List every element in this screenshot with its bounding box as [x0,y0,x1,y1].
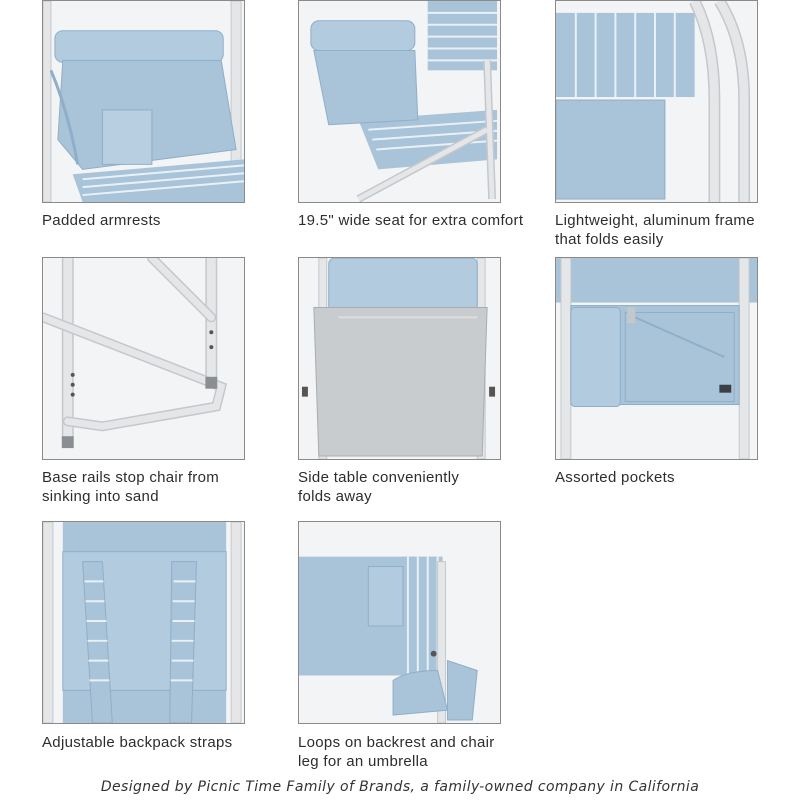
feature-caption: Lightweight, aluminum frame that folds e… [555,212,755,248]
feature-caption: Side table conveniently folds away [298,469,460,505]
feature-caption: Assorted pockets [555,469,675,486]
feature-image-side-table [298,257,501,460]
backpack-straps-image [43,522,244,723]
feature-image-pockets [555,257,758,460]
seat-image [299,1,500,202]
base-rails-image [43,258,244,459]
feature-caption: Base rails stop chair from sinking into … [42,469,220,505]
feature-caption: Loops on backrest and chair leg for an u… [298,734,495,770]
footer-tagline: Designed by Picnic Time Family of Brands… [100,779,700,795]
feature-image-seat [298,0,501,203]
feature-caption: 19.5" wide seat for extra comfort [298,212,524,229]
feature-image-armrests [42,0,245,203]
feature-image-backpack-straps [42,521,245,724]
feature-caption: Padded armrests [42,212,161,229]
frame-image [556,1,757,202]
umbrella-loops-image [299,522,500,723]
armrest-image [43,1,244,202]
feature-caption: Adjustable backpack straps [42,734,233,751]
pockets-image [556,258,757,459]
feature-image-base-rails [42,257,245,460]
feature-image-umbrella-loops [298,521,501,724]
side-table-image [299,258,500,459]
feature-image-frame [555,0,758,203]
